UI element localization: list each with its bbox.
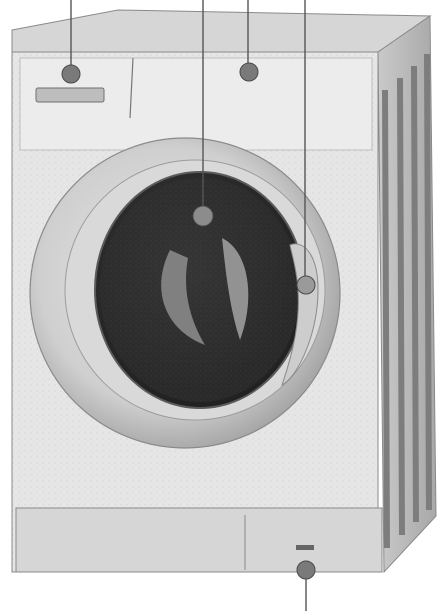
callout-marker-handle: [297, 276, 315, 294]
service-flap-panel: [16, 508, 382, 572]
callout-marker-flap: [297, 561, 315, 579]
callout-marker-drum: [193, 206, 213, 226]
service-flap-notch: [296, 545, 314, 550]
detergent-drawer-handle: [36, 88, 104, 102]
callout-marker-panel: [240, 63, 258, 81]
callout-marker-drawer: [62, 65, 80, 83]
machine-top: [12, 10, 430, 52]
